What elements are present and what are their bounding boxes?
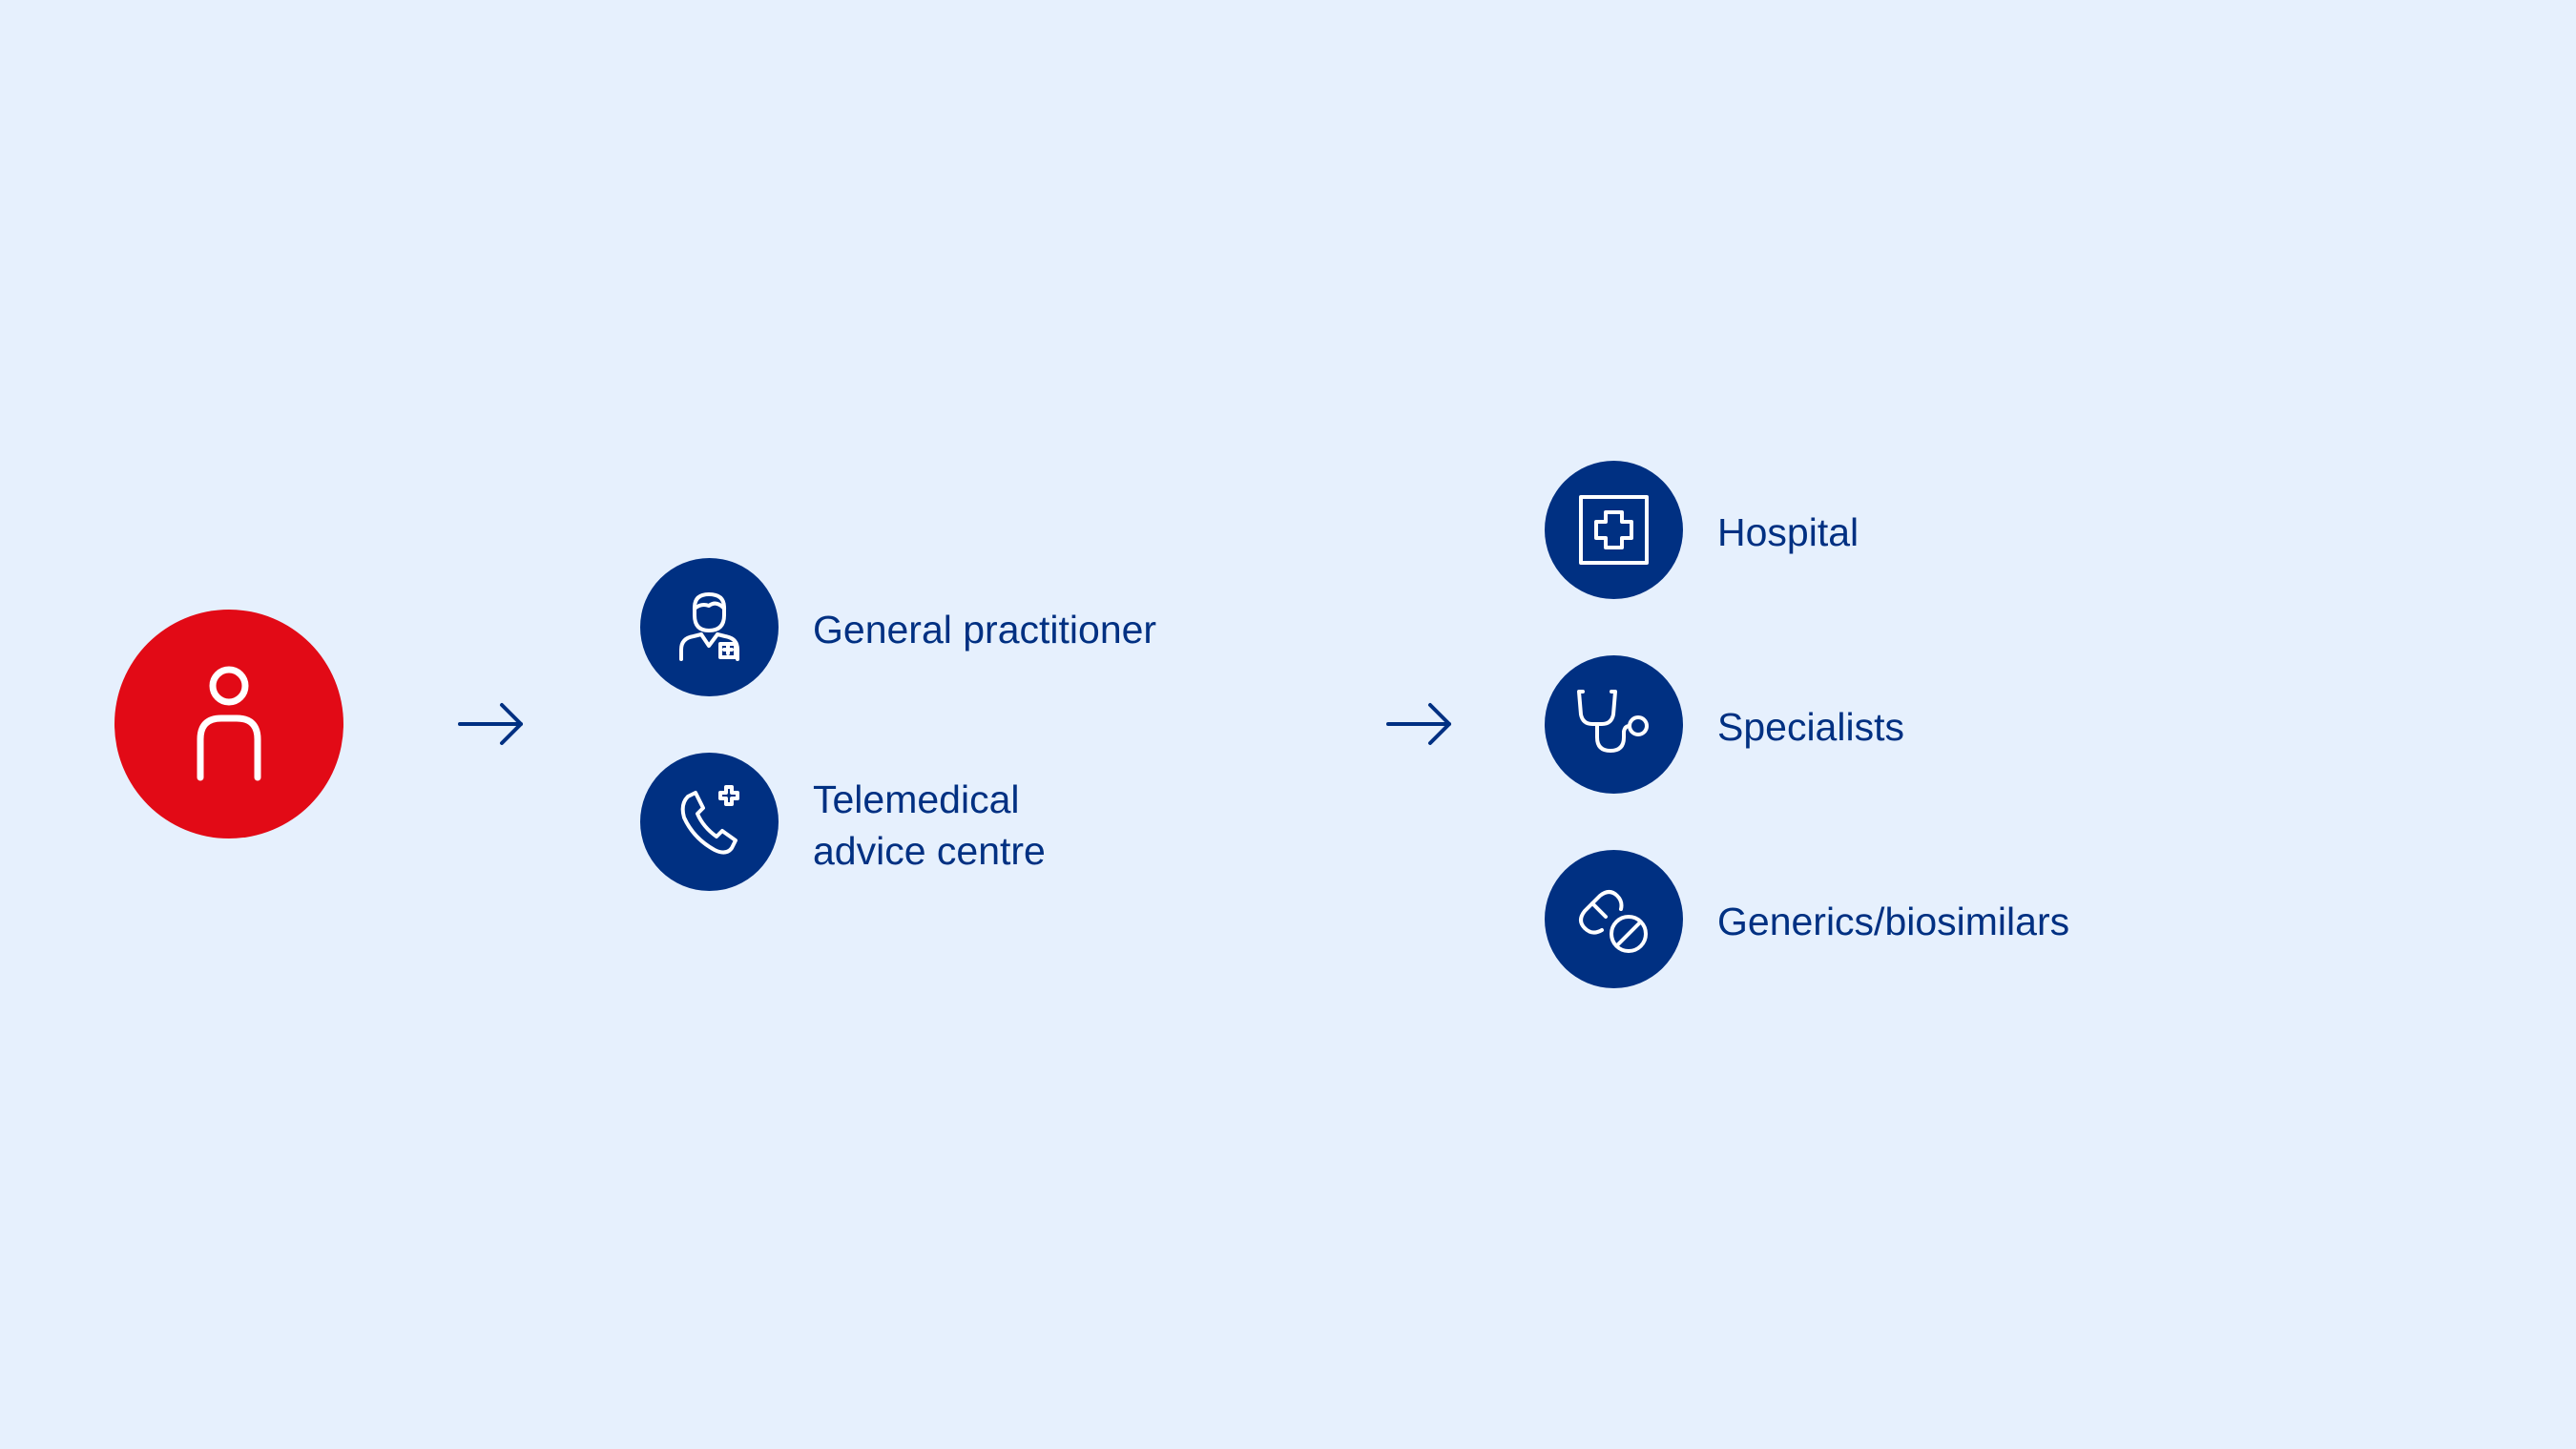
arrow-right-icon — [458, 703, 523, 745]
label-line: General practitioner — [813, 608, 1157, 652]
phone-medical-icon — [680, 785, 739, 855]
hospital-label: Hospital — [1717, 507, 1859, 558]
general-practitioner-label: General practitioner — [813, 604, 1156, 655]
telemedical-advice-centre-node — [640, 753, 779, 891]
telemedical-advice-centre-label: Telemedical advice centre — [813, 774, 1046, 877]
pills-icon — [1579, 890, 1648, 953]
label-line: Generics/biosimilars — [1717, 900, 2070, 943]
hospital-cross-icon — [1579, 495, 1649, 565]
label-line: advice centre — [813, 829, 1046, 873]
label-line: Telemedical — [813, 777, 1020, 821]
hospital-node — [1545, 461, 1683, 599]
patient-node — [114, 610, 343, 838]
stethoscope-icon — [1577, 690, 1649, 753]
arrow-right-icon — [1386, 703, 1451, 745]
specialists-label: Specialists — [1717, 701, 1904, 753]
label-line: Specialists — [1717, 705, 1904, 749]
general-practitioner-node — [640, 558, 779, 696]
person-icon — [197, 666, 261, 781]
generics-biosimilars-label: Generics/biosimilars — [1717, 896, 2069, 947]
doctor-icon — [679, 592, 739, 661]
generics-biosimilars-node — [1545, 850, 1683, 988]
specialists-node — [1545, 655, 1683, 794]
label-line: Hospital — [1717, 510, 1859, 554]
